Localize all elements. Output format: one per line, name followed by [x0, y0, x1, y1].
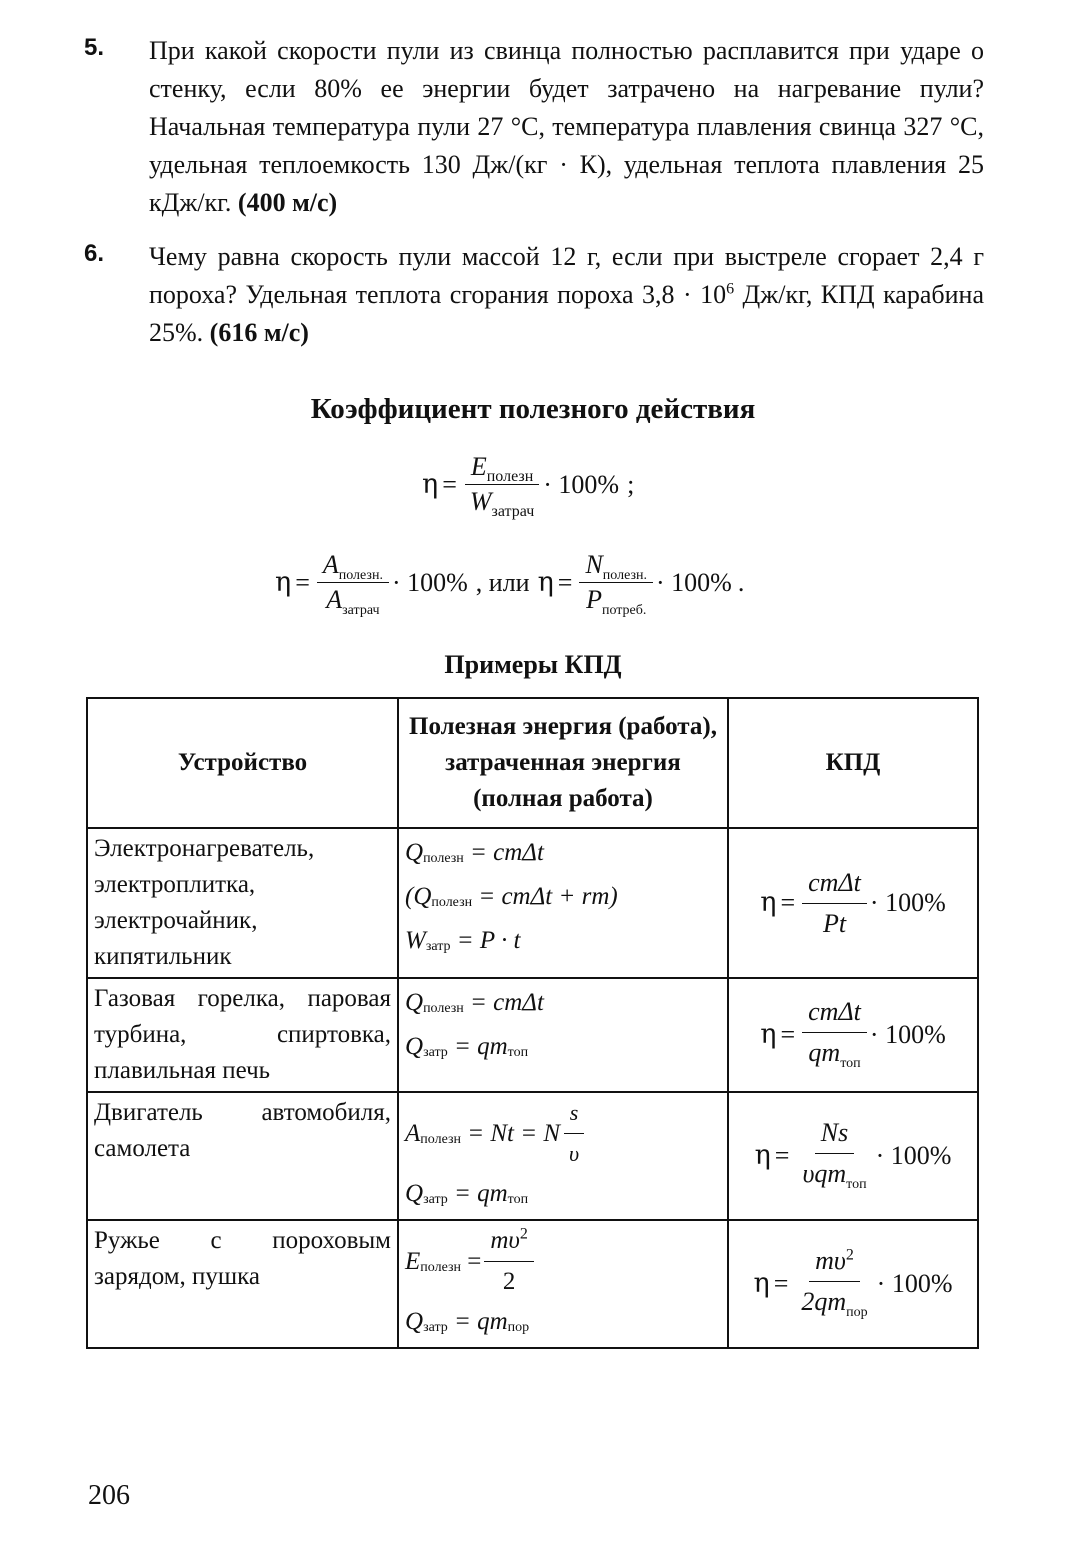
problem-answer: (616 м/с) — [209, 318, 309, 347]
efficiency-formula-energy: η = Eполезн Wзатрач · 100% ; — [422, 452, 635, 520]
problem-answer: (400 м/с) — [237, 188, 338, 217]
exponent: 6 — [726, 280, 735, 298]
efficiency-examples-table: Устройство Полезная энергия (работа), за… — [86, 697, 979, 1349]
table-row: Электронагреватель, электроплитка, элект… — [86, 827, 979, 979]
section-title: Коэффициент полезного действия — [310, 393, 756, 425]
problem-text: При какой скорости пули из свинца полнос… — [149, 36, 984, 217]
problem-5: 5. При какой скорости пули из свинца пол… — [84, 32, 984, 222]
table-header-row: Устройство Полезная энергия (работа), за… — [86, 697, 979, 829]
page-number: 206 — [88, 1480, 130, 1511]
fraction: Aполезн. Aзатрач — [316, 550, 389, 618]
fraction: Nполезн. Pпотреб. — [579, 550, 653, 618]
column-header: Полезная энергия (работа), затраченная э… — [397, 697, 729, 829]
problem-6: 6. Чему равна скорость пули массой 12 г,… — [84, 238, 984, 352]
table-title: Примеры КПД — [444, 650, 622, 679]
device-cell: Электронагреватель, электроплитка, элект… — [86, 827, 399, 979]
efficiency-formula-work-power: η = Aполезн. Aзатрач · 100% , или η = Nп… — [275, 550, 745, 618]
device-cell: Ружье с пороховым зарядом, пушка — [86, 1219, 399, 1349]
column-header: КПД — [727, 697, 979, 829]
table-row: Газовая горелка, паровая турбина, спирто… — [86, 977, 979, 1093]
column-header: Устройство — [86, 697, 399, 829]
problem-number: 5. — [84, 34, 105, 61]
problem-text: Чему равна скорость пули массой 12 г, ес… — [149, 242, 984, 347]
fraction: Eполезн Wзатрач — [464, 452, 540, 520]
device-cell: Газовая горелка, паровая турбина, спирто… — [86, 977, 399, 1093]
problem-number: 6. — [84, 240, 105, 267]
device-cell: Двигатель автомобиля, самолета — [86, 1091, 399, 1221]
